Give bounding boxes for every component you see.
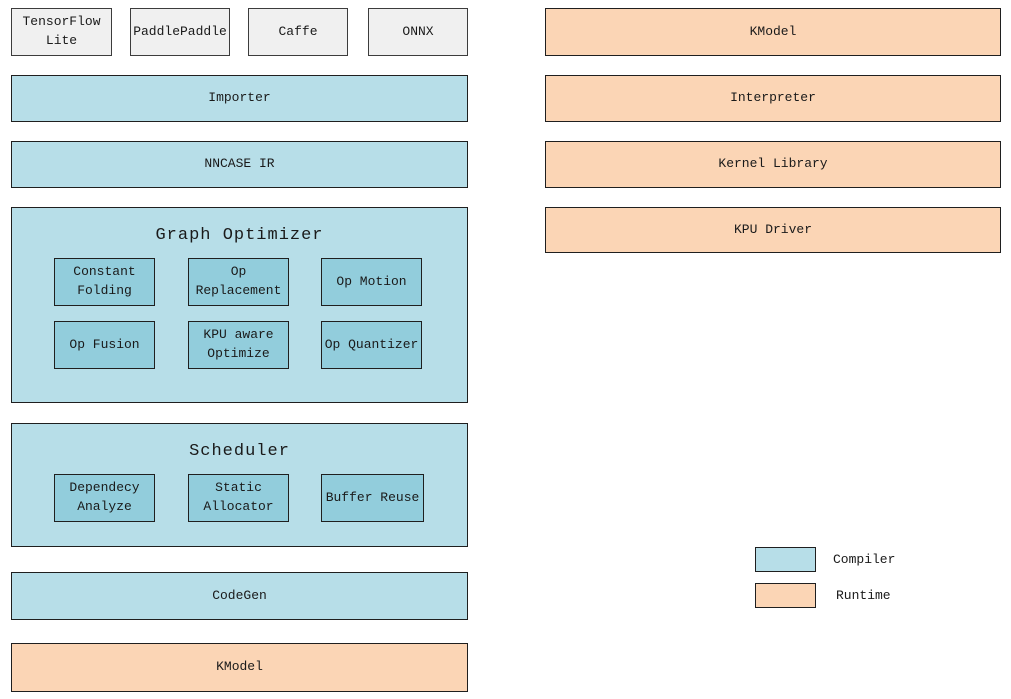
framework-box-paddlepaddle: PaddlePaddle: [130, 8, 230, 56]
kpu-driver-box: KPU Driver: [545, 207, 1001, 253]
framework-box-onnx: ONNX: [368, 8, 468, 56]
nncase-ir-box: NNCASE IR: [11, 141, 468, 188]
pass-box-op-fusion: Op Fusion: [54, 321, 155, 369]
legend-runtime-label: Runtime: [836, 588, 891, 603]
scheduler-title: Scheduler: [189, 442, 290, 461]
pass-box-op-quantizer: Op Quantizer: [321, 321, 422, 369]
pass-box-buffer-reuse: Buffer Reuse: [321, 474, 424, 522]
scheduler-group: Scheduler Dependecy Analyze Static Alloc…: [11, 423, 468, 547]
legend-runtime-swatch: [755, 583, 816, 608]
legend-compiler-swatch: [755, 547, 816, 572]
kernel-library-box: Kernel Library: [545, 141, 1001, 188]
codegen-box: CodeGen: [11, 572, 468, 620]
framework-box-caffe: Caffe: [248, 8, 348, 56]
interpreter-box: Interpreter: [545, 75, 1001, 122]
importer-box: Importer: [11, 75, 468, 122]
framework-box-tensorflow-lite: TensorFlow Lite: [11, 8, 112, 56]
pass-box-dependecy-analyze: Dependecy Analyze: [54, 474, 155, 522]
pass-box-static-allocator: Static Allocator: [188, 474, 289, 522]
kmodel-output-box: KModel: [11, 643, 468, 692]
pass-box-kpu-aware-optimize: KPU aware Optimize: [188, 321, 289, 369]
pass-box-constant-folding: Constant Folding: [54, 258, 155, 306]
legend-compiler-label: Compiler: [833, 552, 896, 567]
graph-optimizer-title: Graph Optimizer: [155, 226, 324, 245]
runtime-kmodel-box: KModel: [545, 8, 1001, 56]
pass-box-op-replacement: Op Replacement: [188, 258, 289, 306]
graph-optimizer-group: Graph Optimizer Constant Folding Op Repl…: [11, 207, 468, 403]
pass-box-op-motion: Op Motion: [321, 258, 422, 306]
